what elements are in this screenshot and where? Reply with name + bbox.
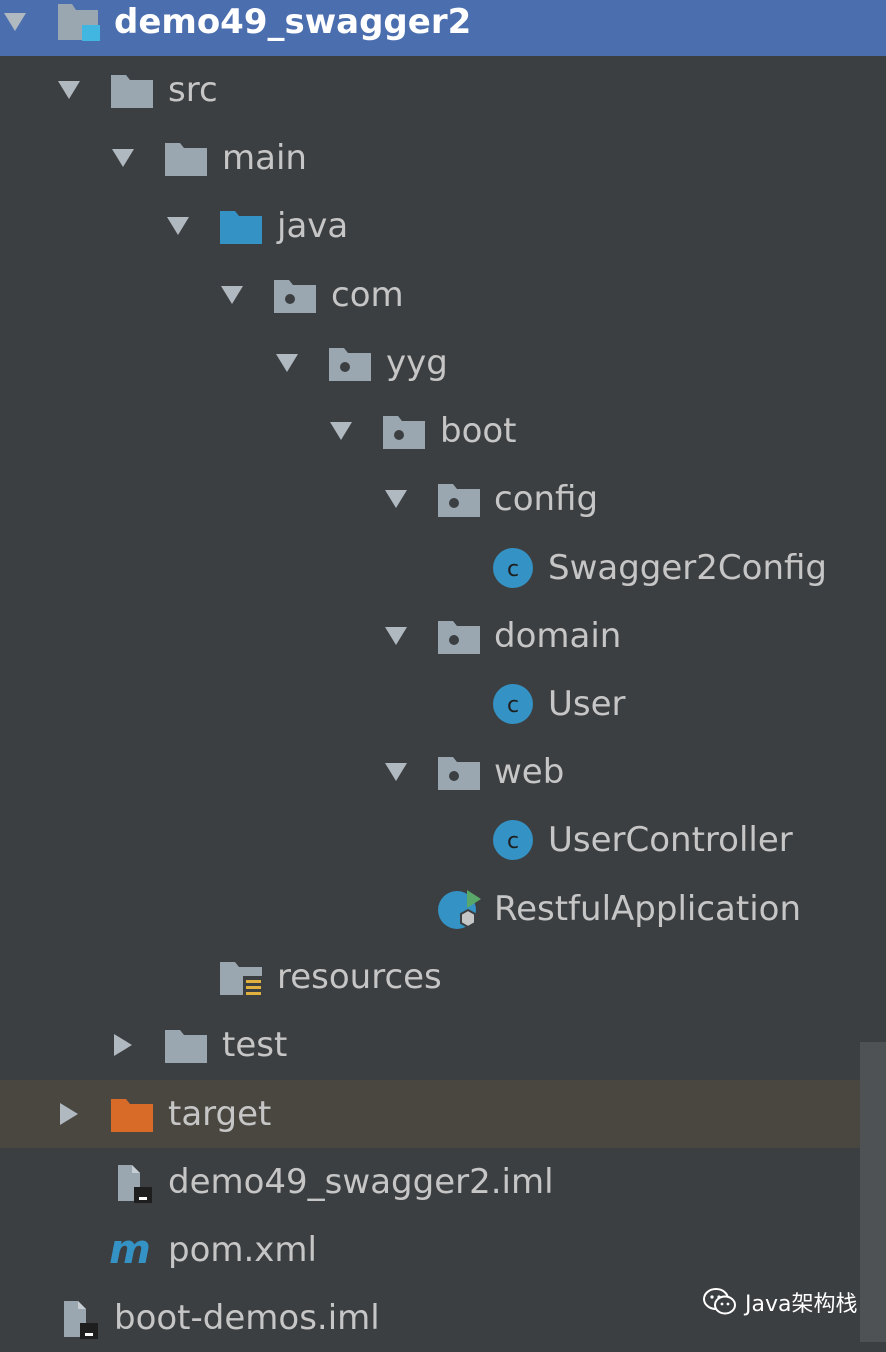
expand-arrow-icon[interactable] — [163, 192, 193, 260]
expand-arrow-icon[interactable] — [381, 738, 411, 806]
package-icon — [435, 478, 483, 520]
tree-item-label: User — [548, 684, 626, 724]
tree-item-pom-xml[interactable]: m pom.xml — [0, 1216, 860, 1284]
tree-item-label: config — [494, 479, 599, 519]
java-class-icon: c — [489, 547, 537, 589]
expand-arrow-icon[interactable] — [54, 56, 84, 124]
expand-arrow-icon[interactable] — [217, 261, 247, 329]
tree-item-usercontroller[interactable]: c UserController — [0, 806, 860, 874]
folder-icon — [162, 137, 210, 179]
java-class-icon: c — [489, 683, 537, 725]
tree-item-label: RestfulApplication — [494, 889, 801, 929]
tree-item-label: src — [168, 70, 218, 110]
tree-item-target[interactable]: target — [0, 1080, 860, 1148]
package-icon — [380, 410, 428, 452]
tree-item-label: resources — [277, 957, 442, 997]
tree-item-label: demo49_swagger2 — [114, 2, 472, 42]
folder-icon — [108, 69, 156, 111]
expand-arrow-icon[interactable] — [381, 602, 411, 670]
svg-text:c: c — [507, 693, 519, 718]
tree-item-swagger2config[interactable]: c Swagger2Config — [0, 534, 860, 602]
tree-item-boot[interactable]: boot — [0, 397, 860, 465]
tree-item-label: main — [222, 138, 307, 178]
package-icon — [435, 751, 483, 793]
tree-item-demo49-swagger2[interactable]: demo49_swagger2 — [0, 0, 886, 56]
collapsed-arrow-icon[interactable] — [108, 1011, 138, 1079]
tree-item-resources[interactable]: resources — [0, 943, 860, 1011]
expand-arrow-icon[interactable] — [0, 0, 30, 56]
tree-item-label: domain — [494, 616, 622, 656]
expand-arrow-icon[interactable] — [326, 397, 356, 465]
tree-item-label: boot — [440, 411, 517, 451]
watermark: Java架构栈 — [703, 1282, 857, 1322]
package-icon — [435, 615, 483, 657]
tree-item-java[interactable]: java — [0, 192, 860, 260]
java-class-icon: c — [489, 819, 537, 861]
svg-text:c: c — [507, 557, 519, 582]
tree-item-com[interactable]: com — [0, 261, 860, 329]
tree-item-main[interactable]: main — [0, 124, 860, 192]
tree-item-test[interactable]: test — [0, 1011, 860, 1079]
iml-file-icon — [108, 1161, 156, 1203]
tree-item-label: web — [494, 752, 565, 792]
source-root-folder-icon — [217, 205, 265, 247]
tree-item-label: com — [331, 275, 404, 315]
expand-arrow-icon[interactable] — [381, 465, 411, 533]
tree-item-user[interactable]: c User — [0, 670, 860, 738]
svg-text:m: m — [109, 1229, 151, 1271]
vertical-scrollbar[interactable] — [860, 1042, 886, 1342]
tree-item-label: demo49_swagger2.iml — [168, 1162, 554, 1202]
package-icon — [271, 274, 319, 316]
tree-item-domain[interactable]: domain — [0, 602, 860, 670]
tree-item-label: UserController — [548, 820, 793, 860]
tree-item-label: boot-demos.iml — [114, 1298, 380, 1338]
wechat-icon — [703, 1288, 737, 1316]
svg-text:c: c — [507, 829, 519, 854]
maven-icon: m — [108, 1229, 156, 1271]
expand-arrow-icon[interactable] — [108, 124, 138, 192]
excluded-folder-icon — [108, 1093, 156, 1135]
tree-item-label: pom.xml — [168, 1230, 317, 1270]
tree-item-yyg[interactable]: yyg — [0, 329, 860, 397]
tree-item-web[interactable]: web — [0, 738, 860, 806]
tree-item-label: test — [222, 1025, 288, 1065]
tree-item-label: Swagger2Config — [548, 548, 828, 588]
tree-item-label: target — [168, 1094, 272, 1134]
tree-item-restfulapplication[interactable]: RestfulApplication — [0, 875, 860, 943]
tree-item-label: yyg — [386, 343, 448, 383]
folder-icon — [162, 1024, 210, 1066]
resources-folder-icon — [217, 956, 265, 998]
tree-item-demo49-swagger2-iml[interactable]: demo49_swagger2.iml — [0, 1148, 860, 1216]
spring-boot-app-icon — [435, 888, 483, 930]
package-icon — [326, 342, 374, 384]
watermark-text: Java架构栈 — [745, 1292, 858, 1317]
tree-item-boot-demos-iml[interactable]: boot-demos.iml — [0, 1284, 860, 1352]
tree-item-src[interactable]: src — [0, 56, 860, 124]
iml-file-icon — [54, 1297, 102, 1339]
expand-arrow-icon[interactable] — [272, 329, 302, 397]
module-folder-icon — [54, 1, 102, 43]
tree-item-config[interactable]: config — [0, 465, 860, 533]
tree-item-label: java — [277, 206, 349, 246]
collapsed-arrow-icon[interactable] — [54, 1080, 84, 1148]
